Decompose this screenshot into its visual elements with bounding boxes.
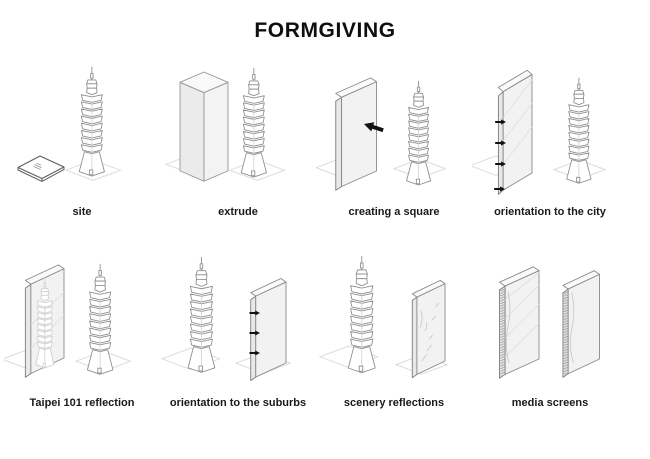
panel-scenery-reflections: scenery reflections bbox=[316, 255, 472, 410]
tower-drawing bbox=[187, 256, 216, 373]
tower-drawing bbox=[240, 67, 267, 178]
screen-texture bbox=[565, 292, 574, 376]
panel-label: scenery reflections bbox=[343, 397, 445, 409]
panel-label: site bbox=[72, 206, 92, 218]
panel-label: extrude bbox=[218, 206, 258, 218]
panel-label: Taipei 101 reflection bbox=[29, 397, 135, 409]
media-screen-slab bbox=[499, 266, 540, 379]
panel-media-screens: media screens bbox=[472, 255, 628, 410]
tower-drawing bbox=[347, 255, 376, 374]
media-screens-illustration bbox=[499, 266, 600, 379]
page-title: FORMGIVING bbox=[254, 19, 396, 42]
panel-label: media screens bbox=[511, 397, 589, 409]
tower-drawing bbox=[87, 263, 114, 375]
orientation-to-the-city-illustration bbox=[472, 69, 606, 195]
extrude-illustration bbox=[165, 67, 285, 182]
slab-drawing bbox=[411, 279, 446, 379]
tower-drawing bbox=[406, 80, 431, 186]
tower-drawing bbox=[566, 77, 592, 184]
slab-drawing bbox=[497, 69, 533, 195]
slab-drawing bbox=[250, 278, 287, 381]
scenery-marks bbox=[420, 303, 439, 361]
scenery-reflections-illustration bbox=[319, 255, 448, 379]
site-plate-drawing bbox=[17, 155, 65, 182]
panel-label: orientation to the suburbs bbox=[169, 397, 307, 409]
panel-taipei-101-reflection: Taipei 101 reflection bbox=[4, 255, 160, 410]
panel-creating-a-square: creating a square bbox=[316, 64, 472, 219]
panel-label: orientation to the city bbox=[494, 206, 606, 218]
panel-site: site bbox=[4, 64, 160, 219]
taipei-101-reflection-illustration bbox=[4, 263, 131, 378]
site-illustration bbox=[17, 66, 121, 182]
diagram-grid: site extrude creating a square bbox=[0, 64, 650, 410]
panel-orientation-to-the-city: orientation to the city bbox=[472, 64, 628, 219]
screen-texture bbox=[501, 273, 539, 377]
orientation-to-the-suburbs-illustration bbox=[161, 256, 291, 381]
slab-drawing bbox=[335, 77, 377, 191]
panel-label: creating a square bbox=[348, 206, 440, 218]
panel-extrude: extrude bbox=[160, 64, 316, 219]
extrude-box-drawing bbox=[179, 71, 229, 182]
louver-lines bbox=[503, 80, 532, 165]
creating-a-square-illustration bbox=[316, 77, 446, 191]
tower-drawing bbox=[78, 66, 105, 177]
media-screen-slab bbox=[562, 270, 600, 378]
panel-orientation-to-the-suburbs: orientation to the suburbs bbox=[160, 255, 316, 410]
